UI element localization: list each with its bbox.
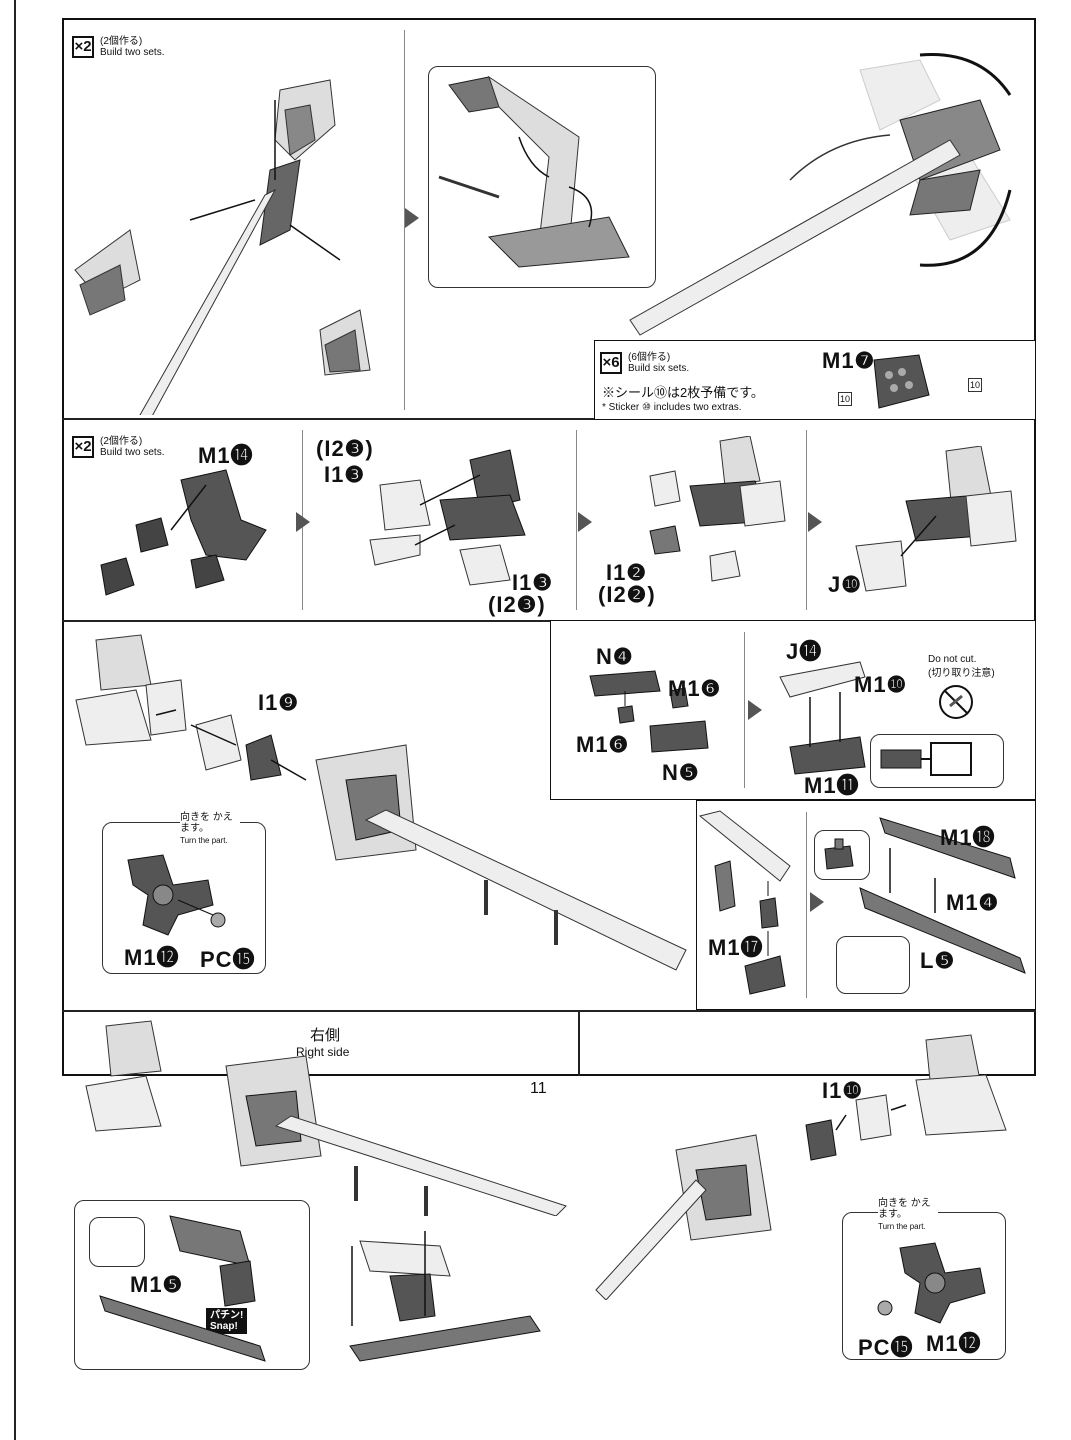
detail-callout — [428, 66, 656, 288]
sticker-note-jp: ※シール⑩は2枚予備です。 — [602, 385, 764, 400]
step-arrow — [405, 208, 419, 228]
part-label-i2-2: (I2❷) — [598, 582, 656, 607]
m1-12-part-illustration — [127, 854, 226, 936]
right-side-assembly-illustration — [85, 1020, 567, 1216]
part-label-m1-5: M1❺ — [130, 1272, 184, 1297]
multiplier-badge: ×2 — [72, 36, 94, 58]
part-label-pc15: PC⓯ — [858, 1335, 914, 1360]
launcher-part-illustration — [873, 354, 930, 409]
sticker-note-en: * Sticker ⑩ includes two extras. — [602, 402, 742, 413]
part-label-m1-4: M1❹ — [946, 890, 1000, 915]
col-divider-row4 — [578, 1010, 580, 1076]
j-joint-illustration — [855, 446, 1017, 592]
six-sets-box — [594, 340, 1036, 420]
peg-illustration — [824, 838, 854, 870]
step-arrow — [808, 512, 822, 532]
left-side-assembly-illustration — [595, 1034, 1007, 1300]
turn-note-jp: 向きを かえます。 — [180, 812, 240, 834]
build-count-jp: (2個作る) — [100, 36, 143, 47]
part-label-pc15: PC⓯ — [200, 947, 256, 972]
launcher-core-illustration — [100, 469, 267, 596]
part-label-m1-11: M1⓫ — [804, 773, 860, 798]
do-not-cut-jp: (切り取り注意) — [928, 668, 995, 679]
right-side-jp: 右側 — [310, 1027, 341, 1044]
no-cut-icon — [939, 685, 973, 719]
row-divider-1 — [62, 418, 1036, 420]
part-label-j10: J❿ — [828, 572, 862, 597]
wing-rotation-illustration — [629, 53, 1012, 336]
part-label-i2-3: (I2❸) — [316, 436, 374, 461]
part-label-m1-7: M1❼ — [822, 348, 876, 373]
build-count-en: Build two sets. — [100, 447, 165, 458]
peg-detail-callout — [814, 830, 870, 880]
part-label-m1-12: M1⓬ — [124, 945, 180, 970]
shield-assembly-illustration — [75, 634, 687, 971]
multiplier-badge-6: ×6 — [600, 352, 622, 374]
snap-en: Snap! — [210, 1321, 238, 1332]
part-label-m1-17: M1⓱ — [708, 935, 764, 960]
step-arrow — [296, 512, 310, 532]
snap-jp: パチン! — [210, 1310, 244, 1321]
part-label-m1-14: M1⓮ — [198, 443, 254, 468]
multiplier-badge: ×2 — [72, 436, 94, 458]
snap-badge: パチン! Snap! — [206, 1308, 248, 1334]
part-label-i2-3: (I2❸) — [488, 592, 546, 617]
part-label-i1-10: I1❿ — [822, 1078, 864, 1103]
peg-detail-callout — [89, 1217, 145, 1267]
col-divider-row1 — [404, 30, 405, 410]
armor-attach-illustration — [369, 449, 526, 586]
n-box-divider — [744, 632, 745, 788]
turn-note-jp: 向きを かえます。 — [878, 1198, 938, 1220]
armor-plates-illustration — [649, 436, 786, 582]
part-label-i1-3: I1❸ — [324, 462, 366, 487]
m1-12-part-illustration — [877, 1242, 986, 1324]
sticker-number: 10 — [838, 392, 852, 406]
turn-note-en: Turn the part. — [878, 1222, 926, 1231]
part-label-m1-18: M1⓲ — [940, 825, 996, 850]
part-label-m1-12: M1⓬ — [926, 1331, 982, 1356]
part-label-m1-10: M1❿ — [854, 672, 908, 697]
left-page-margin — [0, 0, 16, 1440]
row-divider-3 — [62, 1010, 1036, 1012]
runner-illustration — [880, 742, 972, 776]
build-count-jp: (2個作る) — [100, 436, 143, 447]
part-label-i1-3: I1❸ — [512, 570, 554, 595]
part-label-n4: N❹ — [596, 644, 634, 669]
do-not-cut-en: Do not cut. — [928, 654, 977, 665]
n-frame-illustration — [589, 670, 709, 753]
build-count-en: Build two sets. — [100, 47, 165, 58]
part-label-i1-2: I1❷ — [606, 560, 648, 585]
part-label-n5: N❺ — [662, 760, 700, 785]
six-sets-en: Build six sets. — [628, 363, 690, 374]
page-number: 11 — [530, 1080, 547, 1097]
step-arrow — [810, 892, 824, 912]
blade-illustration — [859, 817, 1026, 974]
col-divider-row2c — [806, 430, 807, 610]
six-sets-jp: (6個作る) — [628, 352, 671, 363]
part-label-i1-9: I1❾ — [258, 690, 300, 715]
part-label-m1-6: M1❻ — [576, 732, 630, 757]
part-label-j14: J⓮ — [786, 639, 823, 664]
runner-detail-callout — [870, 734, 1004, 788]
part-label-l5: L❺ — [920, 948, 956, 973]
slot-detail-callout — [836, 936, 910, 994]
part-label-m1-6: M1❻ — [668, 676, 722, 701]
detail-illustration — [438, 75, 630, 268]
wing-assembly-illustration — [74, 79, 371, 415]
j14-frame-illustration — [779, 661, 866, 775]
blade-attach-illustration — [99, 1215, 541, 1362]
sticker-number: 10 — [968, 378, 982, 392]
step-arrow — [578, 512, 592, 532]
turn-note-en: Turn the part. — [180, 836, 228, 845]
row-divider-2 — [62, 620, 1036, 622]
m1-box-divider — [806, 812, 807, 998]
arm-bracket-illustration — [698, 810, 791, 995]
col-divider-row2b — [576, 430, 577, 610]
step-arrow — [748, 700, 762, 720]
right-side-en: Right side — [296, 1045, 350, 1059]
